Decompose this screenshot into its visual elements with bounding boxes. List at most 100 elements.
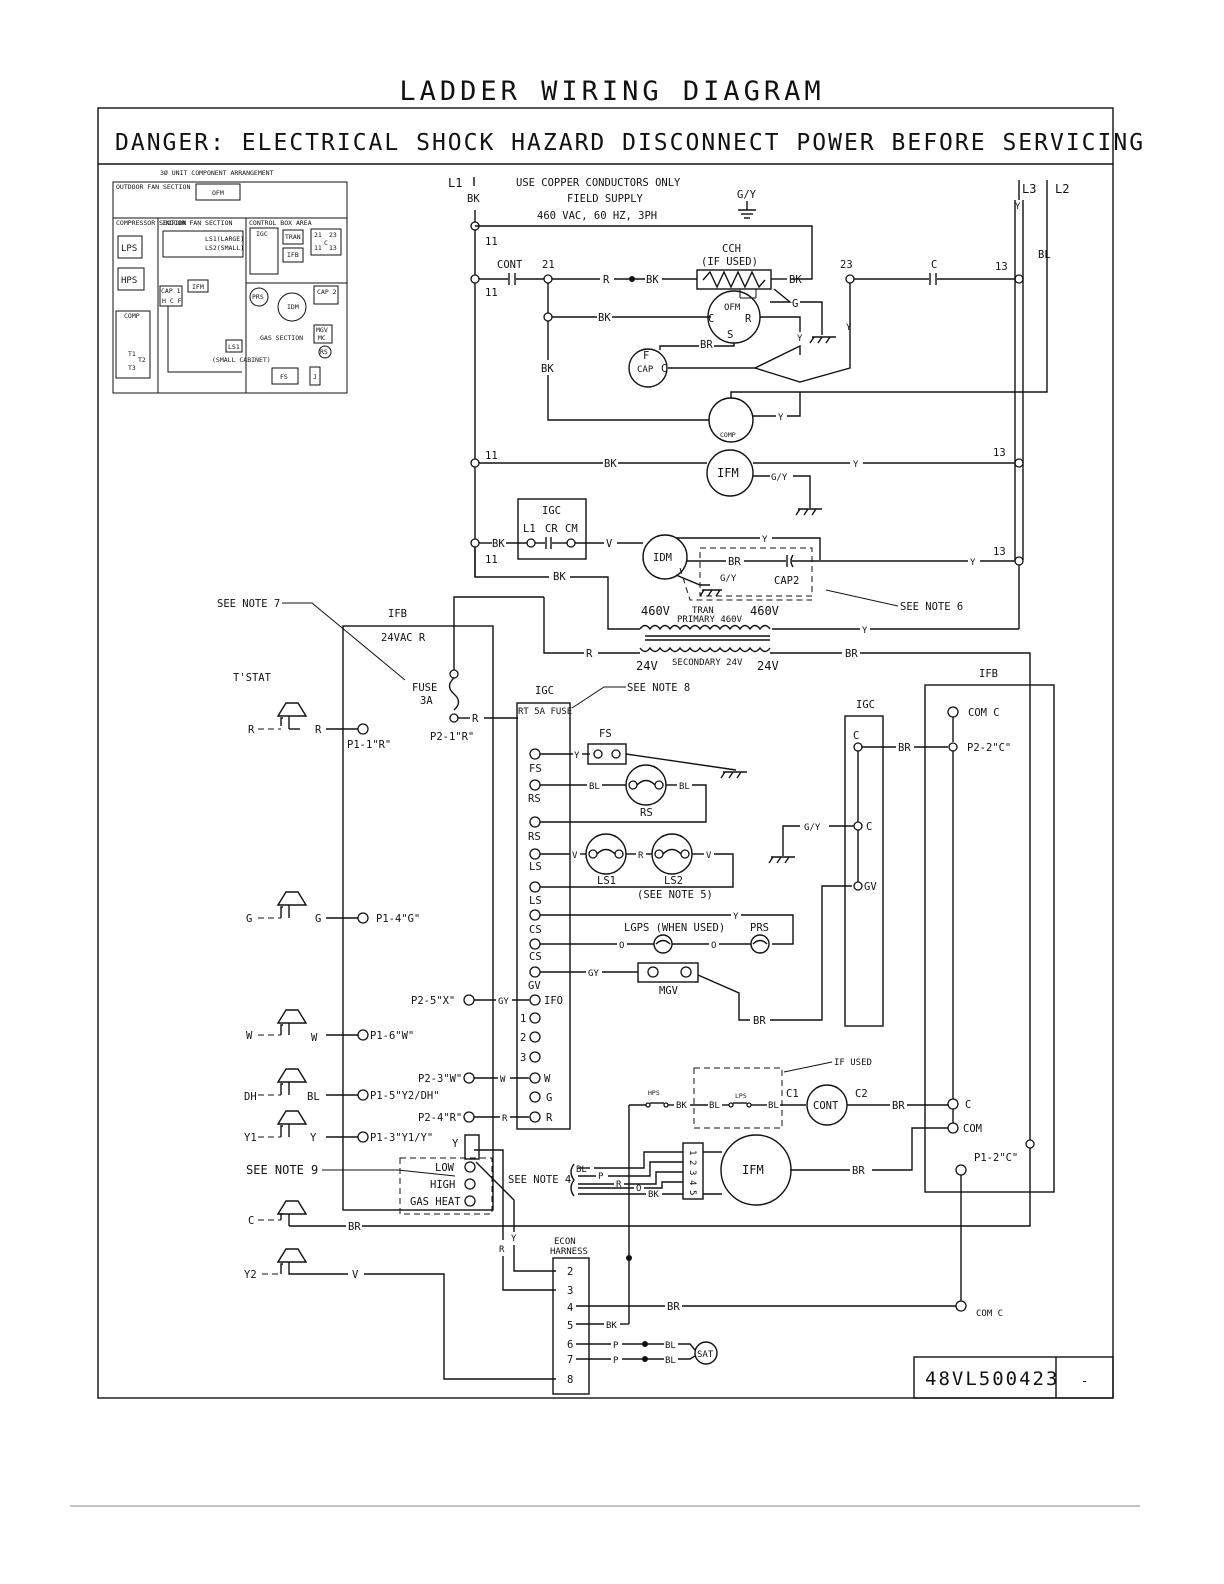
svg-text:11: 11 [485,236,498,248]
svg-text:11: 11 [485,450,498,462]
svg-text:G/Y: G/Y [720,574,737,584]
component-arrangement: 3Ø UNIT COMPONENT ARRANGEMENT OUTDOOR FA… [112,169,348,394]
svg-text:460V: 460V [750,604,779,618]
svg-text:BK: BK [604,458,617,470]
svg-text:INDOOR FAN SECTION: INDOOR FAN SECTION [162,219,233,227]
svg-text:COM C: COM C [968,707,1000,719]
svg-text:C: C [931,259,937,271]
svg-text:13: 13 [995,261,1008,273]
svg-text:P2-5"X": P2-5"X" [411,995,455,1007]
svg-text:BR: BR [728,556,741,568]
svg-text:13: 13 [993,546,1006,558]
svg-text:Y1: Y1 [244,1132,257,1144]
svg-text:COMPRESSOR SECTION: COMPRESSOR SECTION [116,219,187,227]
svg-text:R: R [603,274,610,286]
svg-text:V: V [352,1269,359,1281]
svg-text:J: J [313,373,317,381]
svg-text:R: R [546,1112,553,1124]
svg-text:P: P [598,1172,604,1182]
svg-text:W: W [311,1032,318,1044]
svg-text:LS2(SMALL): LS2(SMALL) [205,244,244,252]
svg-text:Y: Y [862,626,868,636]
svg-text:4: 4 [687,1180,697,1185]
svg-text:C1: C1 [786,1088,799,1100]
svg-text:P: P [613,1356,619,1366]
svg-text:IFM: IFM [717,466,739,480]
svg-text:BK: BK [648,1190,659,1200]
svg-text:P1-5"Y2/DH": P1-5"Y2/DH" [370,1090,440,1102]
svg-text:FIELD SUPPLY: FIELD SUPPLY [567,193,644,205]
svg-text:PRS: PRS [750,922,769,934]
svg-text:BL: BL [665,1356,676,1366]
svg-text:RT 5A FUSE: RT 5A FUSE [518,707,572,717]
svg-text:P1-3"Y1/Y": P1-3"Y1/Y" [370,1132,433,1144]
svg-text:P2-2"C": P2-2"C" [967,742,1011,754]
svg-text:24V: 24V [757,659,779,673]
svg-text:BL: BL [679,782,690,792]
svg-text:C: C [661,363,667,375]
svg-text:TRAN: TRAN [692,606,714,616]
svg-text:BL: BL [665,1341,676,1351]
svg-text:IFB: IFB [287,251,299,259]
svg-text:CR: CR [545,523,558,535]
svg-text:LGPS (WHEN USED): LGPS (WHEN USED) [624,922,725,934]
svg-text:HIGH: HIGH [430,1179,455,1191]
svg-text:P2-1"R": P2-1"R" [430,731,474,743]
svg-text:3: 3 [520,1052,526,1064]
svg-text:OFM: OFM [212,189,224,197]
svg-text:BR: BR [852,1165,865,1177]
svg-text:Y: Y [762,535,768,545]
svg-text:C: C [965,1099,971,1111]
svg-text:CAP 1: CAP 1 [161,287,181,295]
svg-text:IFB: IFB [979,668,998,680]
svg-text:BK: BK [467,193,480,205]
svg-text:Y: Y [778,413,784,423]
svg-text:R: R [472,713,479,725]
svg-text:BL: BL [1038,249,1051,261]
svg-text:MGV: MGV [659,985,679,997]
svg-text:23: 23 [329,231,337,239]
svg-text:OFM: OFM [724,303,741,313]
svg-text:HPS: HPS [648,1089,660,1097]
svg-text:IGC: IGC [856,699,875,711]
svg-text:V: V [572,851,578,861]
svg-text:Y: Y [970,558,976,568]
econ-harness: ECON HARNESS 2 3 4 BR 5 BK 6 P BL 7 P BL… [550,1237,956,1395]
svg-text:COMP: COMP [720,431,736,439]
svg-text:IFO: IFO [544,995,563,1007]
svg-text:LOW: LOW [435,1162,455,1174]
svg-text:O: O [636,1184,641,1194]
svg-text:11: 11 [485,554,498,566]
svg-text:21: 21 [542,259,555,271]
svg-text:C: C [866,821,872,833]
svg-text:V: V [706,851,712,861]
svg-text:P1-4"G": P1-4"G" [376,913,420,925]
svg-text:1: 1 [687,1150,697,1155]
svg-text:7: 7 [567,1354,573,1366]
svg-text:2: 2 [567,1266,573,1278]
compressor-safety: (IF USED) IF USED HPS BK BL LPS BL C1 CO… [626,1058,948,1324]
svg-text:R: R [616,1180,622,1190]
svg-text:G: G [546,1092,552,1104]
svg-text:W: W [246,1030,253,1042]
svg-text:BR: BR [892,1100,905,1112]
svg-text:GY: GY [498,997,509,1007]
igc-board: IGC RT 5A FUSE SEE NOTE 8 FS Y FS RS BL … [516,682,852,1130]
svg-text:Y: Y [797,334,803,344]
svg-text:TRAN: TRAN [285,233,301,241]
svg-text:460 VAC, 60 HZ, 3PH: 460 VAC, 60 HZ, 3PH [537,210,657,222]
svg-text:460V: 460V [641,604,670,618]
svg-text:SEE NOTE 8: SEE NOTE 8 [627,682,690,694]
svg-text:C: C [248,1215,254,1227]
svg-text:IGC: IGC [535,685,554,697]
svg-text:Y: Y [310,1132,317,1144]
svg-text:CCH: CCH [722,243,741,255]
svg-text:Y: Y [452,1138,459,1150]
svg-text:SAT: SAT [697,1350,714,1360]
danger-banner: DANGER: ELECTRICAL SHOCK HAZARD DISCONNE… [115,130,1145,156]
svg-text:5: 5 [567,1320,573,1332]
svg-text:R: R [745,313,752,325]
svg-text:LPS: LPS [735,1092,747,1100]
svg-text:3: 3 [687,1170,697,1175]
svg-text:4: 4 [567,1302,573,1314]
